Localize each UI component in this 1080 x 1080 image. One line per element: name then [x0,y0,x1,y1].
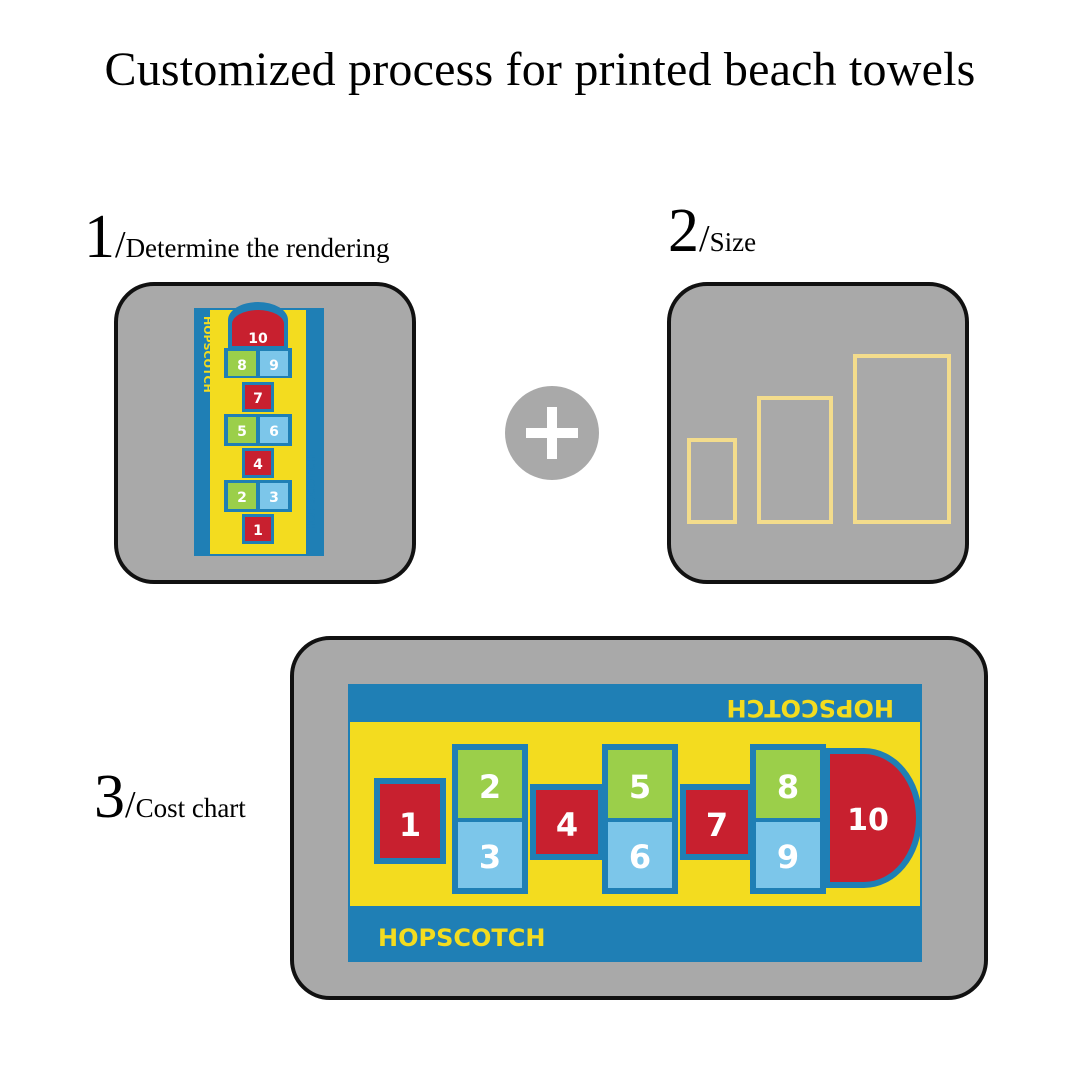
size-panel [667,282,969,584]
square-2: 2 [237,490,247,506]
square-3: 3 [269,490,279,506]
square-9: 9 [269,358,279,374]
vertical-towel-image: HOPSCOTCH HOPSCOTCH 10 8 9 7 5 6 4 2 3 1 [194,302,324,556]
square-10: 10 [248,331,268,347]
size-options-graphic [687,354,951,524]
h-square-7: 7 [706,806,728,844]
square-1: 1 [253,523,263,539]
plus-icon [505,386,599,480]
step-2-heading: 2/Size [668,200,756,262]
h-square-8: 8 [777,768,799,806]
step-1-separator: / [115,224,126,266]
size-small-outline [687,438,737,524]
size-large-outline [853,354,951,524]
step-3-separator: / [125,784,136,826]
h-square-2: 2 [479,768,501,806]
step-3-label: Cost chart [135,793,246,823]
square-5: 5 [237,424,247,440]
square-6: 6 [269,424,279,440]
step-2-label: Size [709,227,757,257]
h-square-10: 10 [847,803,889,838]
size-medium-outline [757,396,833,524]
h-square-4: 4 [556,806,578,844]
step-1-heading: 1/Determine the rendering [84,206,389,268]
step-2-number: 2 [668,197,699,265]
square-7: 7 [253,391,263,407]
h-square-1: 1 [399,806,421,844]
step-3-heading: 3/Cost chart [94,766,246,828]
cost-chart-panel: HOPSCOTCH HOPSCOTCH 1 2 3 4 5 6 7 8 9 [290,636,988,1000]
rendering-panel: HOPSCOTCH HOPSCOTCH 10 8 9 7 5 6 4 2 3 1 [114,282,416,584]
h-square-6: 6 [629,838,651,876]
page-title: Customized process for printed beach tow… [104,43,976,96]
step-1-label: Determine the rendering [125,233,390,263]
square-4: 4 [253,457,263,473]
step-2-separator: / [699,218,710,260]
h-square-3: 3 [479,838,501,876]
h-square-9: 9 [777,838,799,876]
horizontal-towel-brand-top: HOPSCOTCH [727,694,894,722]
h-square-5: 5 [629,768,651,806]
square-8: 8 [237,358,247,374]
vertical-towel-brand-left: HOPSCOTCH [201,316,214,393]
horizontal-towel-image: HOPSCOTCH HOPSCOTCH 1 2 3 4 5 6 7 8 9 [348,684,922,962]
horizontal-towel-brand-bottom: HOPSCOTCH [378,924,545,952]
step-3-number: 3 [94,763,125,831]
step-1-number: 1 [84,203,115,271]
vertical-towel-brand-right: HOPSCOTCH [305,454,318,531]
